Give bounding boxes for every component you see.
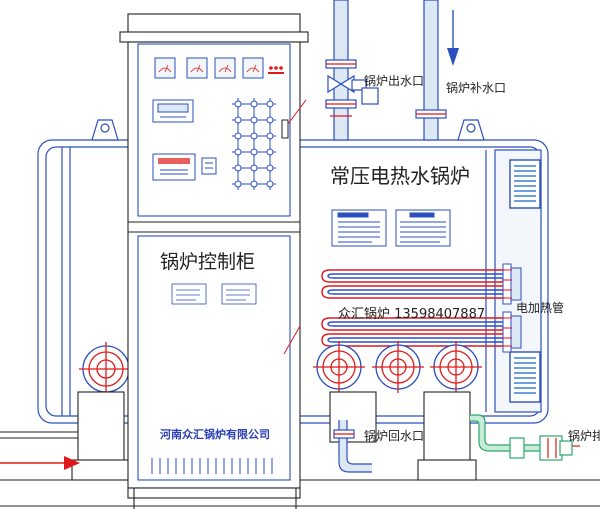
- heater-flanges: [502, 263, 522, 353]
- switch-grid: [232, 98, 276, 190]
- controller-display: [152, 99, 194, 123]
- vent-grille-bottom: [509, 351, 541, 403]
- heating-tube-lower: [321, 317, 505, 347]
- saddle-right-base: [417, 459, 477, 481]
- lifting-lug-left: [91, 119, 119, 141]
- makeup-pipe: [415, 0, 447, 141]
- inlet-arrow: [0, 456, 80, 470]
- flange-mid-1: [313, 341, 365, 393]
- valve-icon: [327, 74, 355, 94]
- heating-tubes: [321, 269, 505, 347]
- port-flanges: [79, 341, 482, 396]
- lug-hole-left: [100, 123, 110, 133]
- flange-bolts: [502, 269, 512, 347]
- outlet-label: 锅炉出水口: [364, 73, 424, 88]
- lug-hole-right: [466, 123, 476, 133]
- flange-icon: [509, 437, 525, 459]
- arrow-icon: [64, 456, 80, 470]
- makeup-label: 锅炉补水口: [446, 80, 506, 95]
- flange-mid-2: [372, 341, 424, 393]
- makeup-arrow: [447, 10, 459, 66]
- cabinet-title: 锅炉控制柜: [160, 251, 255, 273]
- drain-red-marks: [547, 438, 580, 458]
- valve-icon: [539, 435, 563, 461]
- phone-label: 众汇锅炉 13598407887: [338, 306, 485, 322]
- arrow-icon: [447, 48, 459, 66]
- cabinet-top-lip: [119, 31, 309, 43]
- heater-label: 电加热管: [516, 300, 564, 315]
- saddle-left: [77, 391, 125, 463]
- pressure-gauge: [361, 87, 379, 105]
- vent-grille-top: [509, 159, 541, 209]
- secondary-controller: [152, 153, 217, 181]
- boiler-title: 常压电热水锅炉: [330, 164, 470, 188]
- drain-label: 锅炉排污: [568, 428, 600, 443]
- heating-tube-upper: [321, 269, 505, 299]
- outlet-pipe-body: [333, 0, 349, 141]
- lower-door: [137, 235, 291, 481]
- outlet-pipe: [325, 0, 379, 141]
- door-handle: [281, 119, 289, 139]
- meter-needles: [158, 64, 260, 73]
- handle-pointer: [287, 99, 307, 125]
- manufacturer-label: 河南众汇锅炉有限公司: [160, 427, 270, 441]
- makeup-pipe-body: [423, 0, 439, 141]
- cabinet-plates: [171, 283, 257, 305]
- lifting-lug-right: [457, 119, 485, 141]
- indicator-lights: [268, 66, 284, 74]
- nameplates: [331, 209, 451, 247]
- cabinet-top-cap: [127, 13, 301, 35]
- return-label: 锅炉回水口: [364, 428, 424, 443]
- saddle-right: [423, 391, 471, 463]
- saddle-left-base: [71, 459, 131, 481]
- outlet-red-marks: [326, 63, 356, 117]
- lower-pointer: [283, 325, 301, 355]
- flange-mid-3: [430, 341, 482, 393]
- cabinet-vents: [151, 458, 273, 474]
- cabinet-plinth: [127, 487, 301, 499]
